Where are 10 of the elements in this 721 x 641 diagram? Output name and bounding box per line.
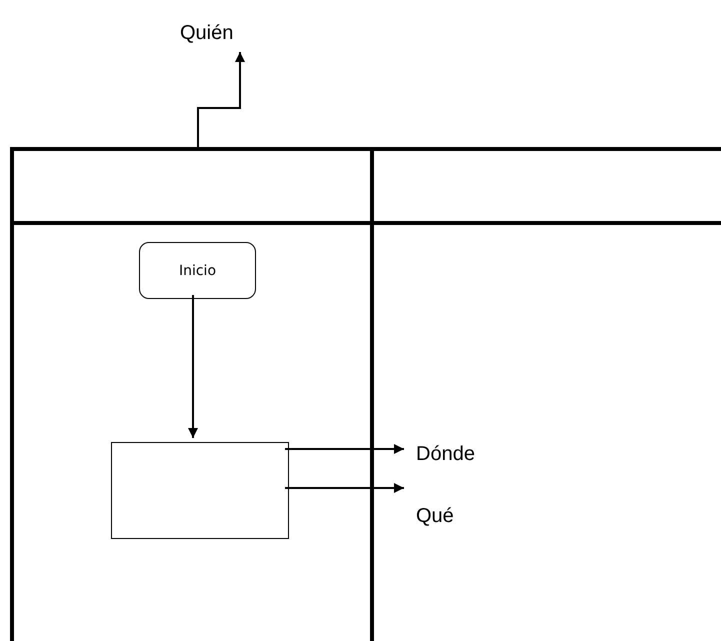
where-label: Dónde [416, 440, 506, 468]
swimlane [370, 221, 721, 641]
arrow [188, 295, 198, 438]
arrow [197, 52, 245, 147]
start-terminal: Inicio [139, 242, 256, 299]
arrow [285, 483, 404, 493]
who-label: Quién [180, 18, 276, 48]
arrow [285, 444, 404, 454]
process-box [111, 442, 289, 539]
what-label: Qué [416, 502, 476, 530]
